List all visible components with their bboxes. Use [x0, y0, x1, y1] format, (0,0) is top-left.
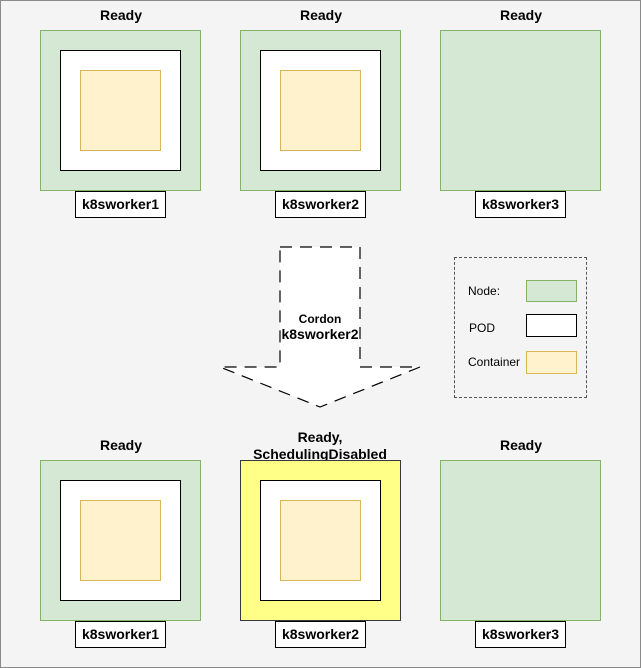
node-label-worker1-before: k8sworker1: [75, 191, 166, 218]
cordon-arrow-shape: [219, 246, 421, 408]
container-worker2-after: [280, 500, 361, 581]
node-label-worker3-after: k8sworker3: [475, 621, 566, 648]
legend-pod-swatch: [526, 314, 577, 337]
container-worker1-after: [80, 500, 161, 581]
legend-node-label: Node:: [468, 284, 501, 298]
status-worker2-after-line1: Ready,: [297, 429, 343, 445]
status-worker2-after-line2: SchedulingDisabled: [253, 446, 387, 462]
node-label-worker2-after: k8sworker2: [275, 621, 366, 648]
node-label-worker1-after: k8sworker1: [75, 621, 166, 648]
status-worker3-after: Ready: [499, 437, 543, 453]
container-worker1-before: [80, 70, 161, 151]
legend-container-label: Container: [468, 355, 521, 369]
node-worker3-before: [440, 30, 601, 191]
status-worker3-before: Ready: [499, 7, 543, 23]
legend-pod-label: POD: [469, 321, 496, 335]
status-worker2-before: Ready: [299, 7, 343, 23]
node-label-worker2-before: k8sworker2: [275, 191, 366, 218]
legend-container-swatch: [526, 351, 577, 374]
arrow-target-label: k8sworker2: [281, 326, 359, 342]
container-worker2-before: [280, 70, 361, 151]
status-worker1-after: Ready: [99, 437, 143, 453]
arrow-action-label: Cordon: [298, 312, 342, 326]
legend-node-swatch: [526, 280, 577, 302]
legend: [454, 257, 587, 398]
node-worker3-after: [440, 460, 601, 621]
node-label-worker3-before: k8sworker3: [475, 191, 566, 218]
status-worker1-before: Ready: [99, 7, 143, 23]
